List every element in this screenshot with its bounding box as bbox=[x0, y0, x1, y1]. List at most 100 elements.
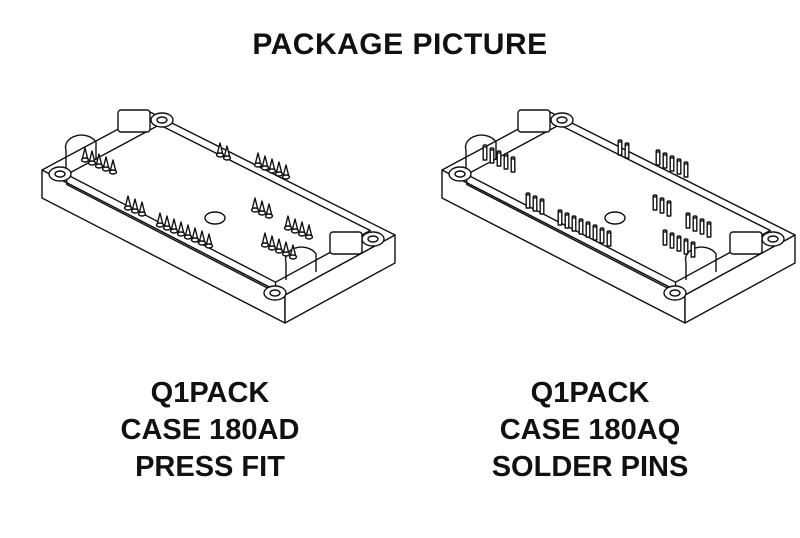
pin-base bbox=[250, 207, 260, 213]
pin-tip bbox=[624, 142, 630, 146]
caption-press-fit: Q1PACK CASE 180AD PRESS FIT bbox=[10, 375, 410, 486]
pin-tip bbox=[489, 147, 495, 151]
pin-tip bbox=[683, 161, 689, 165]
pin-base bbox=[288, 254, 298, 260]
pin-base bbox=[101, 166, 111, 172]
mounting-hole bbox=[556, 116, 568, 124]
mounting-hole bbox=[54, 170, 66, 178]
pin-tip bbox=[571, 215, 577, 219]
pin-base bbox=[267, 245, 277, 251]
clip bbox=[684, 246, 717, 280]
latch-block bbox=[117, 109, 151, 133]
solder-pin bbox=[606, 231, 612, 247]
solder-pin bbox=[503, 154, 509, 170]
solder-pin bbox=[652, 195, 658, 211]
pin-base bbox=[260, 242, 270, 248]
pin-tip bbox=[539, 198, 545, 202]
package-drawing-press-fit bbox=[41, 109, 396, 324]
mounting-hole bbox=[767, 235, 779, 243]
pin-tip bbox=[655, 149, 661, 153]
solder-pin bbox=[659, 198, 665, 214]
pin-base bbox=[169, 228, 179, 234]
pin-tip bbox=[683, 238, 689, 242]
solder-pin bbox=[683, 239, 689, 255]
solder-pin bbox=[557, 210, 563, 226]
pin-tip bbox=[482, 144, 488, 148]
solder-pin bbox=[692, 216, 698, 232]
solder-pin bbox=[592, 225, 598, 241]
solder-pin bbox=[666, 201, 672, 217]
pin-tip bbox=[662, 229, 668, 233]
solder-pin bbox=[564, 213, 570, 229]
solder-pin bbox=[662, 153, 668, 169]
solder-pin bbox=[669, 233, 675, 249]
solder-pin bbox=[683, 162, 689, 178]
clip bbox=[464, 134, 497, 168]
solder-pin bbox=[676, 236, 682, 252]
latch-block bbox=[729, 231, 763, 255]
pin-tip bbox=[662, 152, 668, 156]
pin-tip bbox=[606, 230, 612, 234]
pin-base bbox=[267, 168, 277, 174]
pin-tip bbox=[669, 232, 675, 236]
pin-tip bbox=[659, 197, 665, 201]
clip bbox=[284, 246, 317, 280]
pin-tip bbox=[578, 218, 584, 222]
solder-pin bbox=[624, 143, 630, 159]
solder-pin bbox=[690, 242, 696, 258]
pin-base bbox=[264, 213, 274, 219]
pin-base bbox=[108, 169, 118, 175]
pin-base bbox=[183, 234, 193, 240]
pin-base bbox=[80, 157, 90, 163]
package-type: PRESS FIT bbox=[135, 451, 285, 483]
mounting-hole bbox=[156, 116, 168, 124]
latch-block bbox=[329, 231, 363, 255]
pin-base bbox=[304, 234, 314, 240]
pin-tip bbox=[525, 192, 531, 196]
package-drawing-solder-pins bbox=[441, 109, 796, 324]
pin-base bbox=[87, 160, 97, 166]
mounting-hole bbox=[269, 289, 281, 297]
package-type: SOLDER PINS bbox=[491, 451, 689, 483]
clip bbox=[64, 134, 97, 168]
solder-pin bbox=[655, 150, 661, 166]
pin-tip bbox=[617, 139, 623, 143]
pin-base bbox=[281, 174, 291, 180]
mounting-hole bbox=[454, 170, 466, 178]
pin-tip bbox=[503, 153, 509, 157]
pin-tip bbox=[585, 221, 591, 225]
mounting-hole bbox=[669, 289, 681, 297]
solder-pin bbox=[662, 230, 668, 246]
pin-base bbox=[130, 208, 140, 214]
pin-tip bbox=[706, 221, 712, 225]
pin-base bbox=[260, 165, 270, 171]
solder-pin bbox=[699, 219, 705, 235]
solder-pin bbox=[482, 145, 488, 161]
center-hole bbox=[604, 211, 626, 225]
solder-pin bbox=[532, 196, 538, 212]
pin-tip bbox=[699, 218, 705, 222]
pin-base bbox=[274, 171, 284, 177]
solder-pin bbox=[525, 193, 531, 209]
pin-base bbox=[257, 210, 267, 216]
solder-pin bbox=[571, 216, 577, 232]
solder-pin bbox=[599, 228, 605, 244]
pin-tip bbox=[496, 150, 502, 154]
mounting-hole bbox=[367, 235, 379, 243]
pin-tip bbox=[676, 158, 682, 162]
pin-base bbox=[215, 152, 225, 158]
pin-base bbox=[297, 231, 307, 237]
pin-base bbox=[274, 248, 284, 254]
solder-pin bbox=[685, 213, 691, 229]
pin-tip bbox=[666, 200, 672, 204]
pin-tip bbox=[532, 195, 538, 199]
pin-base bbox=[162, 225, 172, 231]
pin-base bbox=[204, 243, 214, 249]
pin-base bbox=[176, 231, 186, 237]
package-case: CASE 180AQ bbox=[499, 414, 681, 446]
pin-base bbox=[281, 251, 291, 257]
package-name: Q1PACK bbox=[150, 377, 270, 409]
pin-tip bbox=[692, 215, 698, 219]
pin-tip bbox=[652, 194, 658, 198]
pin-tip bbox=[557, 209, 563, 213]
